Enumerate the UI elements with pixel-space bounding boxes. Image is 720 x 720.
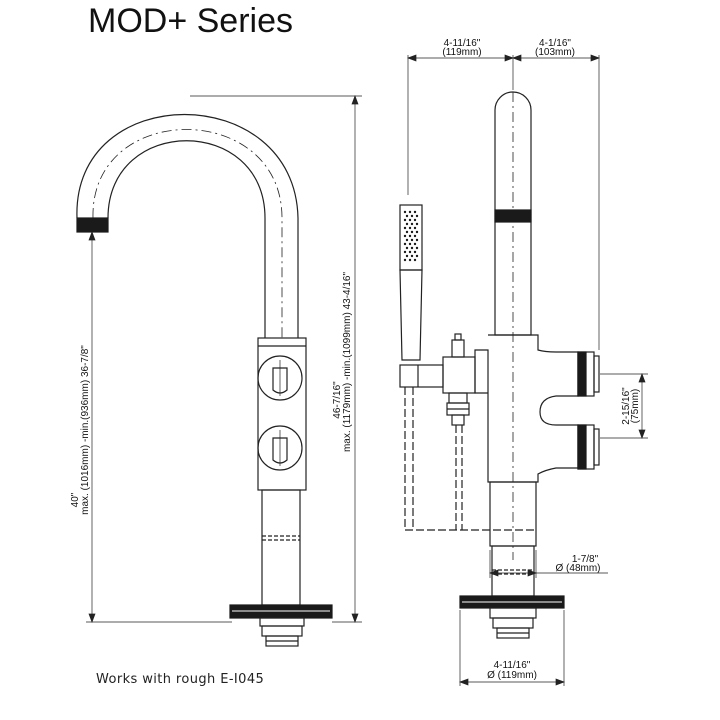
spout-inner-outline	[107, 140, 266, 338]
dim-top-right-mm: (103mm)	[535, 47, 575, 58]
dim-overall-height-in: 46-7/16"	[332, 381, 343, 419]
dim-top-right-in: 4-1/16"	[539, 38, 571, 49]
spout-outer-outline	[76, 114, 299, 338]
bottom-handle	[257, 425, 303, 471]
top-handle	[257, 355, 303, 401]
spout-centerline	[92, 129, 283, 338]
spout-aerator	[76, 217, 109, 233]
lower-column	[261, 489, 301, 606]
dim-spout-height-in: 40"	[70, 492, 81, 507]
dim-shank-mm: Ø (48mm)	[556, 563, 601, 574]
dim-overall-height-range: max. (1179mm) -min.(1099mm) 43-4/16"	[342, 272, 353, 453]
shower-hose	[404, 387, 463, 530]
page-title: MOD+ Series	[88, 2, 293, 40]
dim-spacing-mm: (75mm)	[630, 389, 641, 423]
hand-shower-handle	[399, 269, 423, 361]
dim-shank-in: 1-7/8"	[572, 554, 599, 565]
mounting-shank	[259, 617, 305, 627]
valve-body-front	[474, 334, 579, 483]
dim-spout-height-range: max. (1016mm) -min.(936mm) 36-7/8"	[80, 345, 91, 515]
front-view-dimensions	[407, 54, 648, 686]
diverter-block	[442, 356, 476, 394]
column-band	[494, 209, 532, 223]
shower-holder	[399, 364, 444, 388]
dim-base-mm: Ø (119mm)	[487, 670, 537, 681]
dim-spacing-in: 2-15/16"	[621, 387, 632, 425]
rough-in-note: Works with rough E-I045	[96, 672, 265, 687]
dimension-labels: 4-11/16" (119mm) 4-1/16" (103mm) 2-15/16…	[70, 38, 641, 681]
front-view-faucet	[399, 91, 600, 639]
valve-body	[257, 337, 307, 491]
dim-top-left-in: 4-11/16"	[444, 38, 481, 49]
dim-top-left-mm: (119mm)	[442, 47, 481, 58]
side-view-faucet	[76, 114, 333, 647]
hand-shower-nozzles	[403, 210, 419, 262]
side-view-dimensions	[86, 95, 362, 623]
dim-base-in: 4-11/16"	[494, 660, 531, 671]
main-column	[494, 91, 532, 336]
